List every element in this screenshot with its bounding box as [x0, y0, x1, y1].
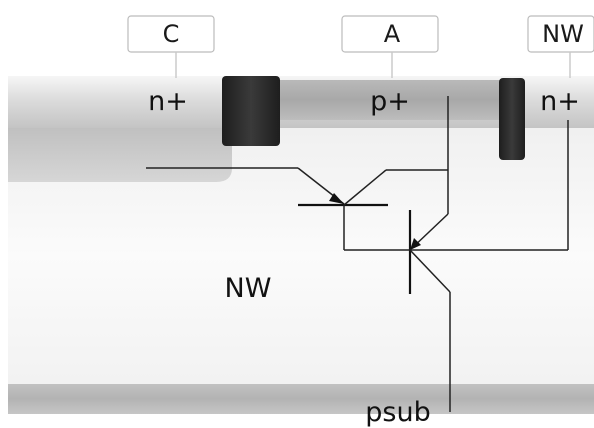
terminal-a-label: A	[384, 20, 401, 48]
n-plus-implant-shadow	[8, 118, 232, 182]
npn-transistor-symbol	[146, 167, 448, 250]
terminal-nw-label: NW	[542, 20, 584, 48]
region-nwell: NW	[225, 273, 272, 304]
region-p-plus: p+	[370, 86, 410, 117]
region-n-plus-right: n+	[540, 86, 580, 117]
nw-contact	[499, 78, 525, 160]
terminal-c: C	[127, 15, 215, 53]
pnp-transistor-symbol	[344, 96, 569, 412]
n-plus-contact	[222, 76, 280, 146]
region-n-plus-left: n+	[148, 86, 188, 117]
terminal-a: A	[341, 15, 439, 53]
terminal-c-label: C	[163, 20, 180, 48]
region-substrate: psub	[365, 397, 430, 428]
p-plus-implant	[250, 80, 512, 120]
substrate-band	[8, 384, 594, 414]
terminal-nw: NW	[527, 15, 594, 53]
